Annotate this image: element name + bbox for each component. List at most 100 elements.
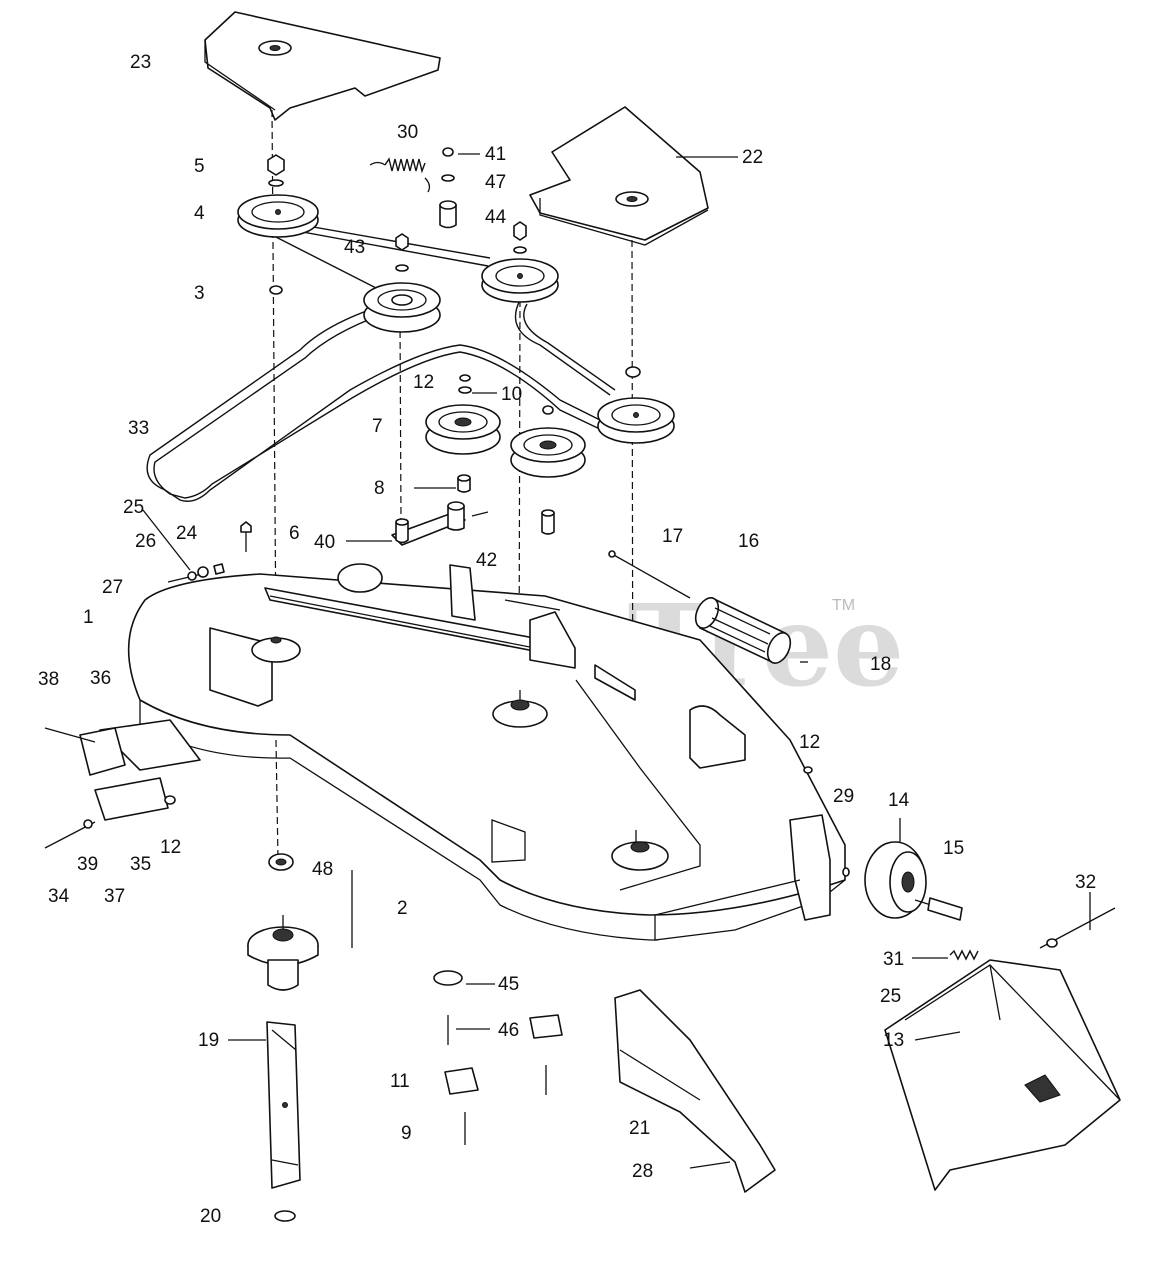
part-43-pulley [363, 233, 441, 333]
callout-19: 19 [198, 1030, 219, 1051]
callout-7: 7 [372, 416, 383, 437]
part-32-rod [1039, 907, 1116, 949]
part-47-washer [441, 174, 455, 182]
part-46-plate [529, 1014, 563, 1039]
part-14-wheel [864, 841, 963, 921]
callout-25a: 25 [123, 497, 144, 518]
callout-48: 48 [312, 859, 333, 880]
callout-4: 4 [194, 203, 205, 224]
callout-38: 38 [38, 669, 59, 690]
part-2-spindle [247, 915, 319, 991]
part-7-idler-pulley-2 [510, 427, 586, 478]
part-19-blade [266, 1021, 301, 1189]
part-28-bolt [689, 1161, 731, 1169]
callout-34: 34 [48, 886, 70, 907]
deck-spindle-center [492, 690, 548, 728]
callout-32: 32 [1075, 872, 1096, 893]
callout-12a: 12 [413, 372, 434, 393]
callout-12b: 12 [799, 732, 820, 753]
callout-40: 40 [314, 532, 335, 553]
callout-46: 46 [498, 1020, 519, 1041]
part-17-rod [611, 553, 691, 599]
part-16-roller [694, 597, 792, 664]
callout-41: 41 [485, 144, 506, 165]
part-24-bolt-assembly [167, 563, 225, 583]
part-44-pulley [481, 221, 559, 303]
deck-pulley-42 [337, 563, 383, 593]
callout-29: 29 [833, 786, 854, 807]
callout-45: 45 [498, 974, 519, 995]
callout-11: 11 [390, 1071, 410, 1092]
callout-25b: 25 [880, 986, 901, 1007]
callout-33: 33 [128, 418, 149, 439]
part-30-spring [369, 157, 431, 193]
callout-14: 14 [888, 790, 910, 811]
callout-36: 36 [90, 668, 111, 689]
part-4-pulley [237, 194, 319, 238]
callout-27: 27 [102, 577, 123, 598]
part-21-skirt [614, 989, 776, 1193]
part-spacer-2 [541, 509, 555, 535]
callout-42: 42 [476, 550, 497, 571]
deck-spindle-right [611, 830, 669, 871]
callout-44: 44 [485, 207, 507, 228]
part-10-washer [458, 374, 472, 394]
part-22-belt-cover [529, 106, 709, 246]
part-5-nut [267, 154, 285, 187]
part-44-spacer [439, 200, 457, 229]
deck-spindle-left [251, 636, 301, 663]
part-3-washer [269, 285, 283, 295]
part-48-bearing [268, 853, 294, 871]
callout-3: 3 [194, 283, 205, 304]
part-12-nut-left [164, 795, 176, 805]
callout-35: 35 [130, 854, 151, 875]
callout-23: 23 [130, 52, 151, 73]
part-1-deck-housing [127, 564, 846, 941]
part-pulley-right [597, 366, 675, 444]
callout-2: 2 [397, 898, 408, 919]
part-40-idler-arm [391, 501, 489, 546]
callout-18: 18 [870, 654, 891, 675]
callout-30: 30 [397, 122, 418, 143]
part-12-nut-right [803, 766, 813, 774]
leader-lines [142, 153, 1091, 1041]
watermark-trademark: TM [832, 597, 855, 614]
callout-labels: 23 30 41 22 5 47 4 44 43 3 12 10 33 7 8 … [38, 52, 1096, 1227]
callout-47: 47 [485, 172, 506, 193]
callout-21: 21 [629, 1118, 650, 1139]
callout-15: 15 [943, 838, 964, 859]
part-20-washer [274, 1210, 296, 1222]
callout-37: 37 [104, 886, 125, 907]
part-41-nut [442, 147, 454, 157]
callout-5: 5 [194, 156, 205, 177]
callout-8: 8 [374, 478, 385, 499]
part-13-discharge-chute [884, 959, 1121, 1191]
callout-43: 43 [344, 237, 365, 258]
part-23-belt-cover [204, 11, 441, 121]
part-31-spring [949, 949, 979, 961]
callout-28: 28 [632, 1161, 653, 1182]
part-7-idler-pulley [425, 404, 501, 455]
callout-26: 26 [135, 531, 156, 552]
part-29-nut [842, 867, 850, 877]
callout-12c: 12 [160, 837, 181, 858]
callout-16: 16 [738, 531, 759, 552]
callout-20: 20 [200, 1206, 221, 1227]
callout-6: 6 [289, 523, 300, 544]
callout-13: 13 [883, 1030, 904, 1051]
deck-bracket-left [79, 719, 201, 821]
callout-1: 1 [83, 607, 94, 628]
callout-17: 17 [662, 526, 683, 547]
callout-24: 24 [176, 523, 198, 544]
callout-10: 10 [501, 384, 522, 405]
part-8-spacer [457, 474, 471, 493]
part-45-washer [433, 970, 463, 986]
callout-31: 31 [883, 949, 904, 970]
callout-9: 9 [401, 1123, 412, 1144]
part-14-caster-bracket [654, 814, 831, 921]
part-11-plate [444, 1067, 479, 1095]
callout-22: 22 [742, 147, 763, 168]
part-6-bolt [240, 521, 252, 552]
